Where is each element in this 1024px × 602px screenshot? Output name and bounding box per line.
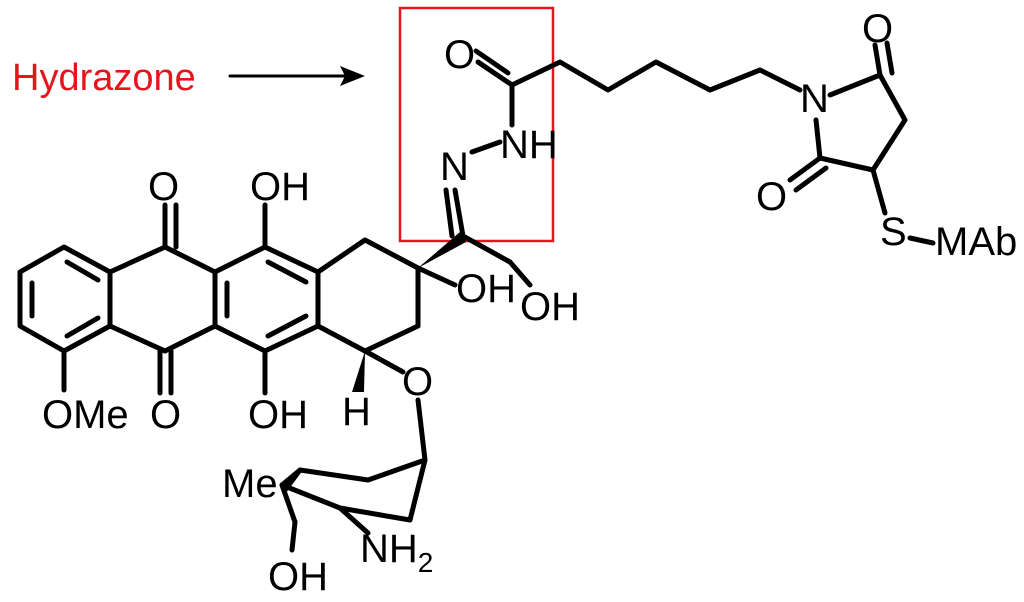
atom-imide-o-top: O <box>862 7 893 51</box>
atom-hydrazone-nh: NH <box>500 123 558 167</box>
ring-c <box>212 202 321 396</box>
atom-ome: OMe <box>42 393 129 437</box>
atom-me-sugar: Me <box>222 462 278 506</box>
succinimide-ring <box>787 40 936 246</box>
atom-oh-c11: OH <box>248 393 308 437</box>
sugar-ring <box>279 457 428 553</box>
side-chain-c13 <box>443 82 533 288</box>
atom-oh-c6: OH <box>250 165 310 209</box>
atom-o-quinone-bottom: O <box>150 393 181 437</box>
wedge-c9-up <box>418 232 466 268</box>
ring-d <box>61 237 421 393</box>
atom-nh2: NH2 <box>360 527 433 578</box>
glycoside-link <box>352 348 428 463</box>
atom-o-quinone-top: O <box>148 165 179 209</box>
atom-oh-sugar: OH <box>268 555 328 599</box>
ring-a <box>17 244 113 354</box>
ring-b <box>107 202 218 396</box>
atom-imide-n: N <box>800 77 829 121</box>
atom-oh-c9: OH <box>456 267 516 311</box>
atom-thioether-s: S <box>880 210 907 254</box>
atom-h-c7: H <box>342 390 371 434</box>
atom-mab: MAb <box>935 220 1017 264</box>
atom-imide-o-bottom: O <box>756 175 787 219</box>
linker-chain <box>473 48 803 93</box>
atom-amide-o: O <box>444 33 475 77</box>
atom-oh-c14: OH <box>520 285 580 329</box>
hydrazone-label: Hydrazone <box>12 57 196 99</box>
annotation-arrow <box>228 66 365 86</box>
atom-o-glycoside: O <box>402 360 433 404</box>
atom-hydrazone-n: N <box>440 145 469 189</box>
